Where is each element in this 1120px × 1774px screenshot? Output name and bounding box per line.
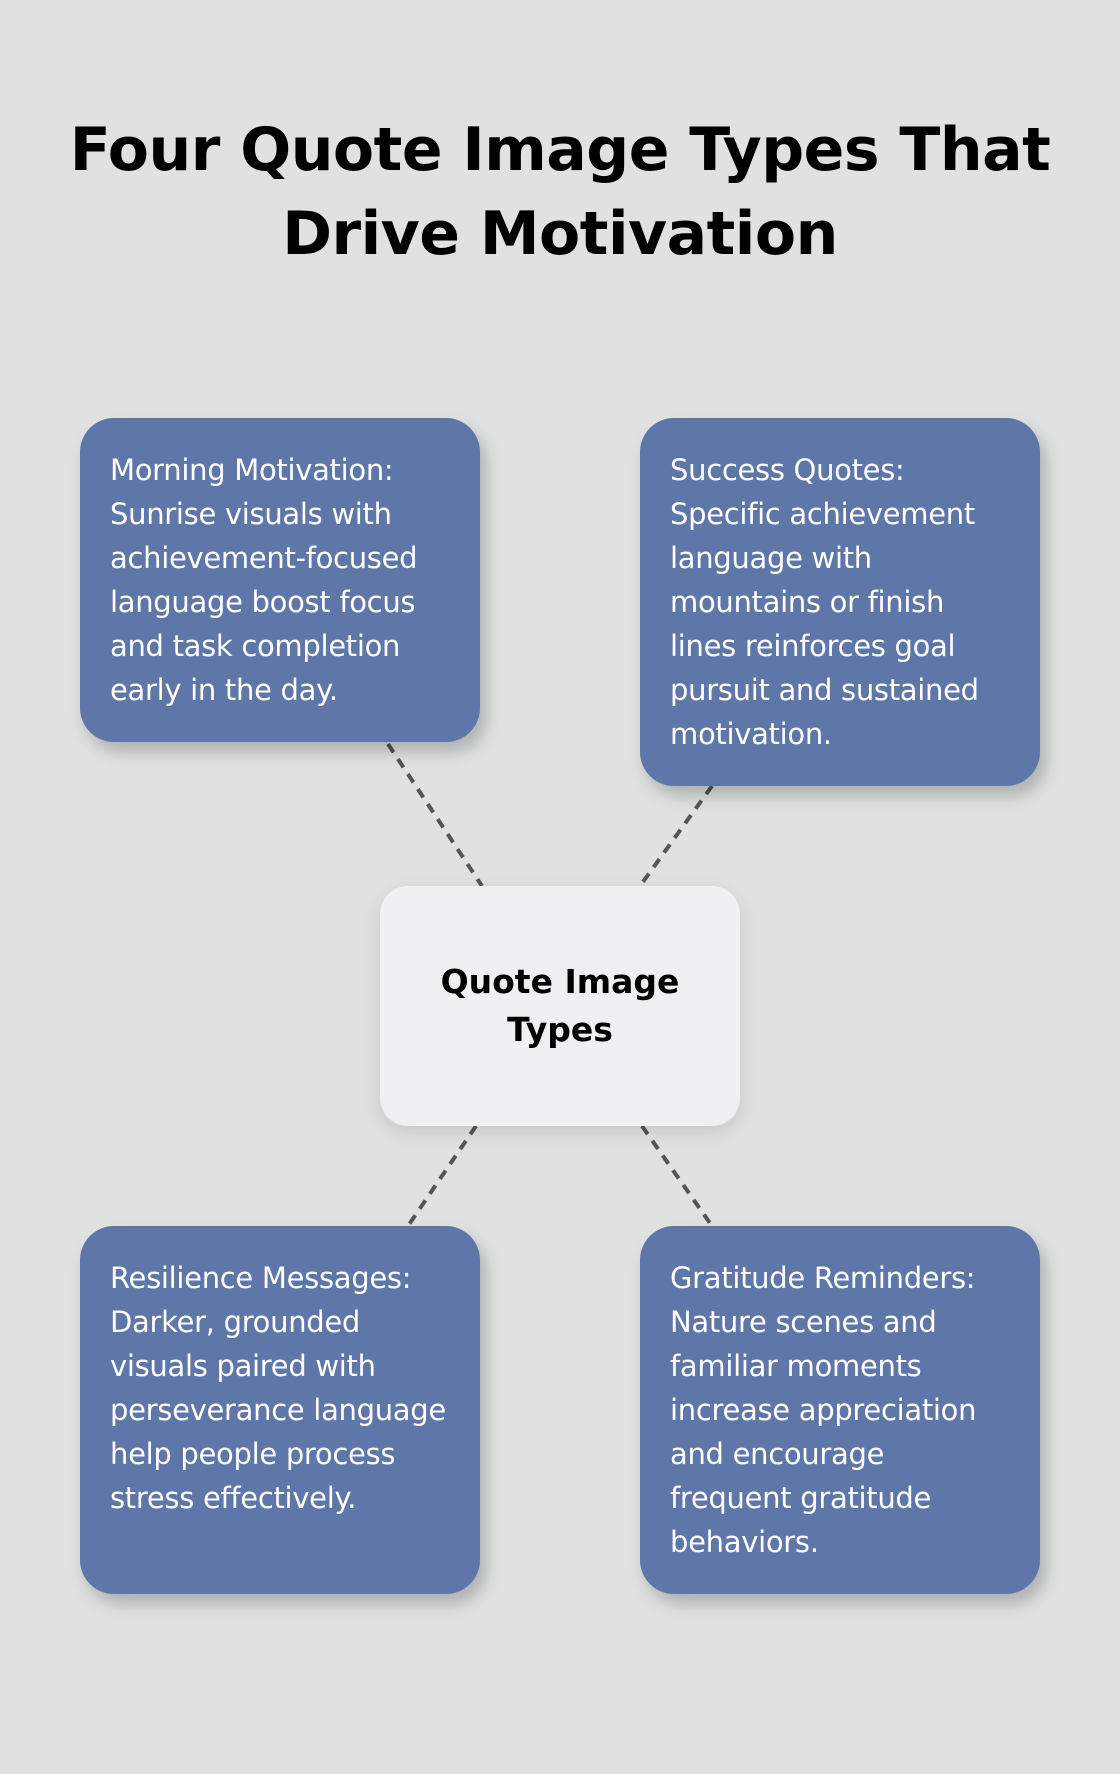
card-gratitude-reminders: Gratitude Reminders: Nature scenes and f…	[640, 1226, 1040, 1594]
card-resilience-messages: Resilience Messages: Darker, grounded vi…	[80, 1226, 480, 1594]
center-label: Quote Image Types	[440, 962, 680, 1049]
connector-success	[638, 784, 714, 888]
connector-morning	[386, 742, 484, 888]
connector-resilience	[406, 1124, 478, 1228]
card-success-quotes: Success Quotes: Specific achievement lan…	[640, 418, 1040, 786]
card-morning-motivation: Morning Motivation: Sunrise visuals with…	[80, 418, 480, 742]
center-node: Quote Image Types	[380, 886, 740, 1126]
connector-gratitude	[640, 1124, 714, 1228]
page-title: Four Quote Image Types That Drive Motiva…	[69, 115, 1051, 269]
